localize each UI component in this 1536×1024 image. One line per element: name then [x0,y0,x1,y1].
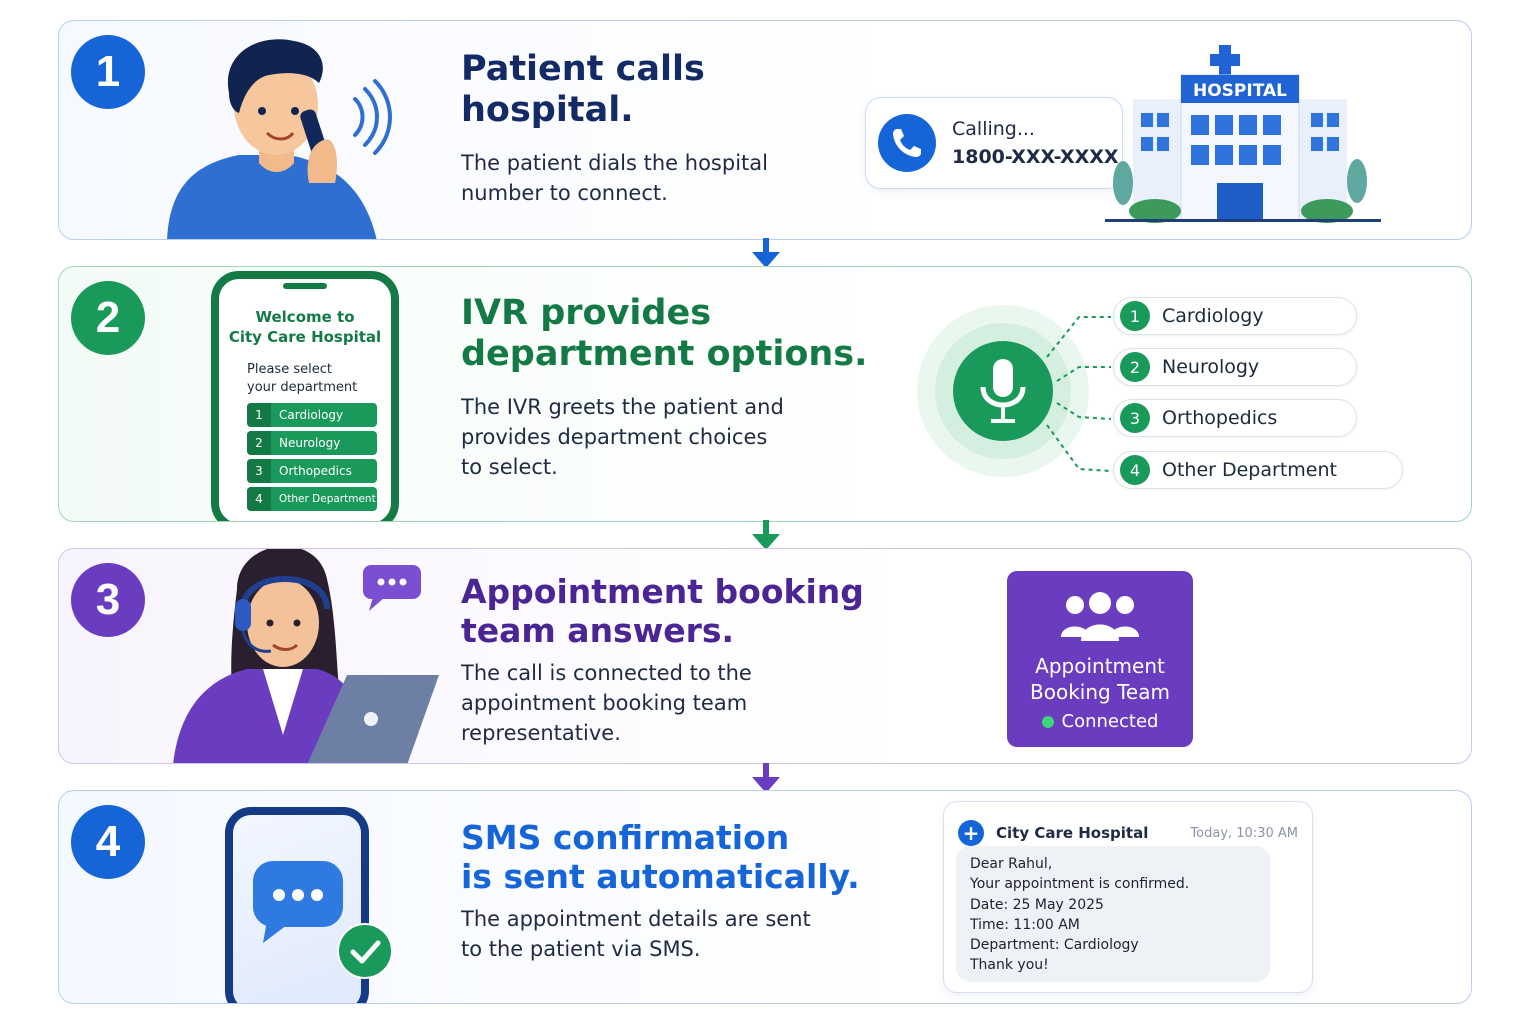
hospital-plus-icon: + [958,820,984,846]
step-3-description: The call is connected to the appointment… [461,661,752,745]
microphone-icon [917,305,1089,477]
phone-welcome-line-1: Welcome to [255,308,355,326]
sms-sender: City Care Hospital [996,824,1149,842]
step-1-title: Patient calls hospital. [461,49,705,131]
step-4-panel: 4 SMS confirmation is sent automatically… [58,790,1472,1004]
checkmark-icon [337,923,393,979]
step-4-badge: 4 [71,805,145,879]
step-4-title: SMS confirmation is sent automatically. [461,818,860,896]
sms-message-card: + City Care Hospital Today, 10:30 AM Dea… [943,801,1313,993]
arrow-down-icon [752,238,780,268]
step-3-title: Appointment booking team answers. [461,572,864,650]
sms-line: Date: 25 May 2025 [970,896,1104,913]
phone-welcome-line-2: City Care Hospital [228,328,382,347]
agent-with-headset-illustration [173,549,439,763]
step-2-panel: 2 Welcome to City Care Hospital Please s… [58,266,1472,522]
phone-prompt-line-1: Please select [247,362,332,377]
hospital-sign: HOSPITAL [1193,81,1287,101]
status-dot-icon [1041,716,1054,728]
sms-body: Dear Rahul, Your appointment is confirme… [956,846,1270,982]
message-bubble-icon [253,861,343,943]
calling-number: 1800-XXX-XXXX [952,146,1119,168]
phone-prompt-line-2: your department [247,379,358,395]
sms-line: Dear Rahul, [970,856,1053,872]
step-2-description: The IVR greets the patient and provides … [461,395,784,479]
booking-team-card: Appointment Booking Team Connected [1007,571,1193,747]
hospital-building-illustration [1105,45,1381,223]
patient-calling-illustration [167,39,377,239]
calling-label: Calling... [952,118,1035,140]
calling-card: Calling... 1800-XXX-XXXX [865,97,1123,189]
team-group-icon [1061,592,1139,641]
sms-line: Time: 11:00 AM [970,916,1080,933]
ivr-phone-illustration: Welcome to City Care Hospital Please sel… [211,271,399,521]
phone-icon [878,114,936,172]
connector-lines [1046,316,1112,472]
chat-bubble-icon [363,565,421,611]
step-1-badge: 1 [71,35,145,109]
step-3-badge: 3 [71,563,145,637]
arrow-down-icon [752,520,780,550]
sms-line: Department: Cardiology [970,937,1139,954]
sms-line: Thank you! [970,957,1049,974]
sound-waves-icon [353,79,392,155]
step-3-panel: 3 Appointment booking team answers. The … [58,548,1472,764]
team-label-line-1: Appointment [1035,654,1165,678]
sms-line: Your appointment is confirmed. [970,876,1190,893]
team-label-line-2: Booking Team [1030,680,1170,704]
status-badge: Connected [1007,711,1193,732]
step-4-description: The appointment details are sent to the … [461,907,811,961]
sms-timestamp: Today, 10:30 AM [1190,826,1298,841]
step-1-panel: 1 Patient calls hospital. The patient di… [58,20,1472,240]
step-2-title: IVR provides department options. [461,293,868,375]
step-1-description: The patient dials the hospital number to… [461,151,768,205]
arrow-down-icon [752,763,780,793]
step-2-badge: 2 [71,281,145,355]
